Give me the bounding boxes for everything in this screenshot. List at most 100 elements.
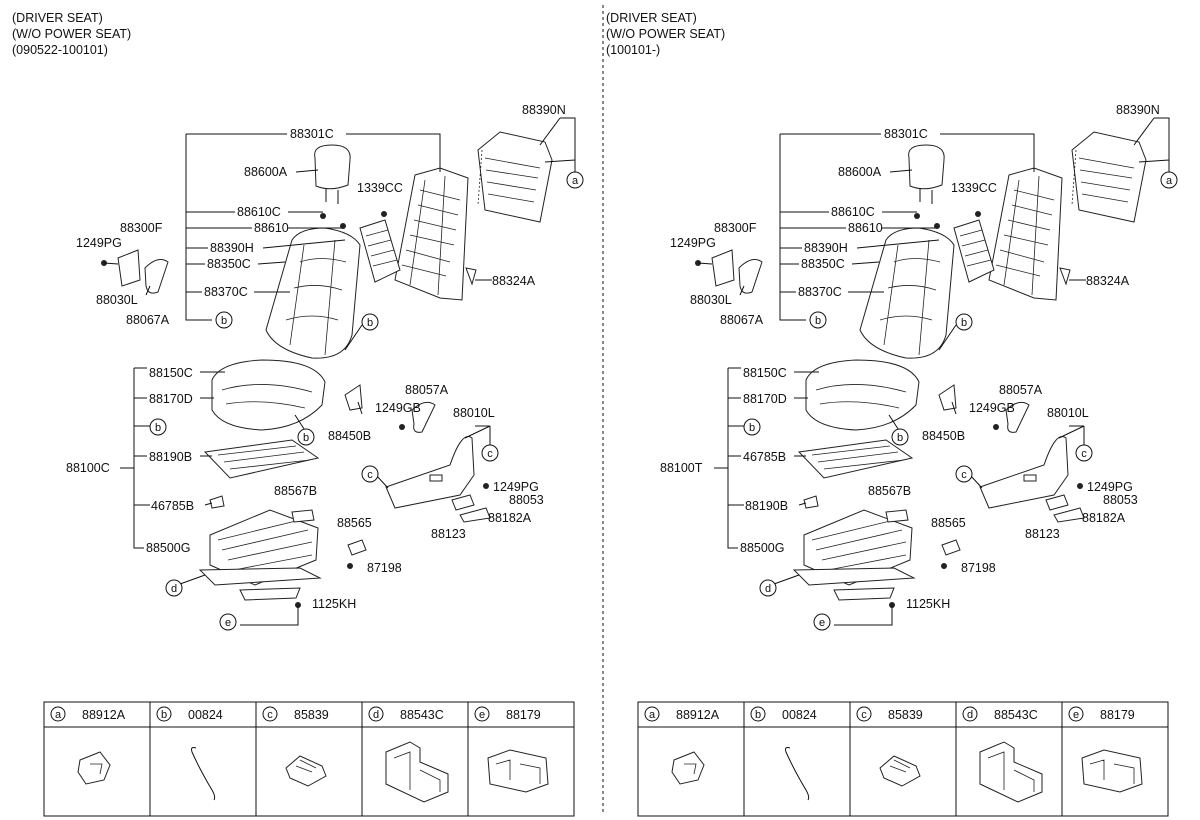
label-88324A: 88324A xyxy=(1086,274,1130,288)
label-88123: 88123 xyxy=(1025,527,1060,541)
label-88182A: 88182A xyxy=(1082,511,1126,525)
callout-circle xyxy=(1075,444,1093,462)
label-88053: 88053 xyxy=(509,493,544,507)
label-1249PG-2: 1249PG xyxy=(493,480,539,494)
callout-circle xyxy=(165,579,183,597)
label-1249GB: 1249GB xyxy=(375,401,421,415)
callout-b: b xyxy=(897,432,903,444)
lumbar-mat-drawing xyxy=(953,219,995,283)
clip-icon xyxy=(671,751,705,785)
callout-circle xyxy=(809,311,827,329)
seat-mat-drawing xyxy=(797,439,914,479)
label-88030L: 88030L xyxy=(690,293,732,307)
label-88170D: 88170D xyxy=(149,392,193,406)
label-88390N: 88390N xyxy=(522,103,566,117)
label-88324A: 88324A xyxy=(492,274,536,288)
label-1339CC: 1339CC xyxy=(951,181,997,195)
retainer-icon xyxy=(1081,749,1143,793)
label-88123: 88123 xyxy=(431,527,466,541)
label-88053: 88053 xyxy=(1103,493,1138,507)
label-88390N: 88390N xyxy=(1116,103,1160,117)
label-1249PG-2: 1249PG xyxy=(1087,480,1133,494)
headrest-drawing xyxy=(314,144,351,204)
legend-cell-a: a 88912A xyxy=(50,706,126,785)
label-88010L: 88010L xyxy=(453,406,495,420)
callout-circle xyxy=(1160,171,1178,189)
legend-part: 00824 xyxy=(782,708,817,722)
small-parts-drawing xyxy=(209,211,491,608)
legend-cell-c: c 85839 xyxy=(856,706,923,787)
label-1249PG: 1249PG xyxy=(76,236,122,250)
legend-letter: e xyxy=(1073,709,1079,721)
header-line-1: (DRIVER SEAT) xyxy=(606,11,697,25)
recliner-cover-drawing xyxy=(101,249,169,294)
legend-letter: b xyxy=(755,709,761,721)
seat-track-drawing xyxy=(198,509,322,601)
back-panel-drawing xyxy=(477,131,553,223)
legend-cell-e: e 88179 xyxy=(474,706,549,793)
label-46785B: 88190B xyxy=(745,499,788,513)
callout-circle xyxy=(361,313,379,331)
legend-part: 88912A xyxy=(82,708,126,722)
callout-circle xyxy=(955,465,973,483)
callout-b: b xyxy=(155,422,161,434)
label-88100C: 88100C xyxy=(66,461,110,475)
callout-circle xyxy=(297,428,315,446)
label-88450B: 88450B xyxy=(328,429,371,443)
label-88600A: 88600A xyxy=(244,165,288,179)
header-line-1: (DRIVER SEAT) xyxy=(12,11,103,25)
label-1249PG: 1249PG xyxy=(670,236,716,250)
label-88190B: 88190B xyxy=(149,450,192,464)
callout-d: d xyxy=(765,583,771,595)
legend-part: 85839 xyxy=(888,708,923,722)
legend-cell-d: d 88543C xyxy=(962,706,1043,803)
legend-part: 88543C xyxy=(994,708,1038,722)
label-88010L: 88010L xyxy=(1047,406,1089,420)
part-labels: 88390N 88301C 88600A 1339CC 88610C 88300… xyxy=(66,103,566,611)
seat-track-drawing xyxy=(792,509,916,601)
clip-icon xyxy=(77,751,111,785)
hog-ring-icon xyxy=(191,747,216,801)
label-88067A: 88067A xyxy=(720,313,764,327)
header-line-2: (W/O POWER SEAT) xyxy=(12,27,131,41)
bracket-icon xyxy=(979,741,1043,803)
legend-part: 88543C xyxy=(400,708,444,722)
leader-lines xyxy=(714,117,1170,626)
legend-table: a 88912A b 00824 c 85839 d 885 xyxy=(637,701,1169,817)
label-88057A: 88057A xyxy=(999,383,1043,397)
label-88100C: 88100T xyxy=(660,461,703,475)
legend-letter: b xyxy=(161,709,167,721)
callout-b: b xyxy=(815,315,821,327)
label-88610C: 88610C xyxy=(831,205,875,219)
part-labels: 88390N 88301C 88600A 1339CC 88610C 88300… xyxy=(660,103,1160,611)
label-88610C: 88610C xyxy=(237,205,281,219)
legend-letter: d xyxy=(967,709,973,721)
callout-circle xyxy=(566,171,584,189)
label-88350C: 88350C xyxy=(801,257,845,271)
callout-b: b xyxy=(303,432,309,444)
fastener-icon xyxy=(285,755,327,787)
label-88150C: 88150C xyxy=(149,366,193,380)
headrest-drawing xyxy=(908,144,945,204)
callout-c: c xyxy=(961,469,967,481)
label-88300F: 88300F xyxy=(120,221,163,235)
legend-letter: a xyxy=(649,709,656,721)
callout-b: b xyxy=(367,317,373,329)
callout-a: a xyxy=(572,175,579,187)
legend-cell-b: b 00824 xyxy=(750,706,817,801)
callout-circle xyxy=(891,428,909,446)
callout-c: c xyxy=(487,448,493,460)
legend-part: 00824 xyxy=(188,708,223,722)
callout-d: d xyxy=(171,583,177,595)
label-88500G: 88500G xyxy=(146,541,190,555)
legend-letter: e xyxy=(479,709,485,721)
label-88300F: 88300F xyxy=(714,221,757,235)
callout-b: b xyxy=(749,422,755,434)
bracket-icon xyxy=(385,741,449,803)
header-line-3: (090522-100101) xyxy=(12,43,108,57)
callout-c: c xyxy=(367,469,373,481)
seat-back-cushion-drawing xyxy=(265,227,361,359)
label-88170D: 88170D xyxy=(743,392,787,406)
seat-panel-1: (DRIVER SEAT) (W/O POWER SEAT) (090522-1… xyxy=(12,11,584,817)
